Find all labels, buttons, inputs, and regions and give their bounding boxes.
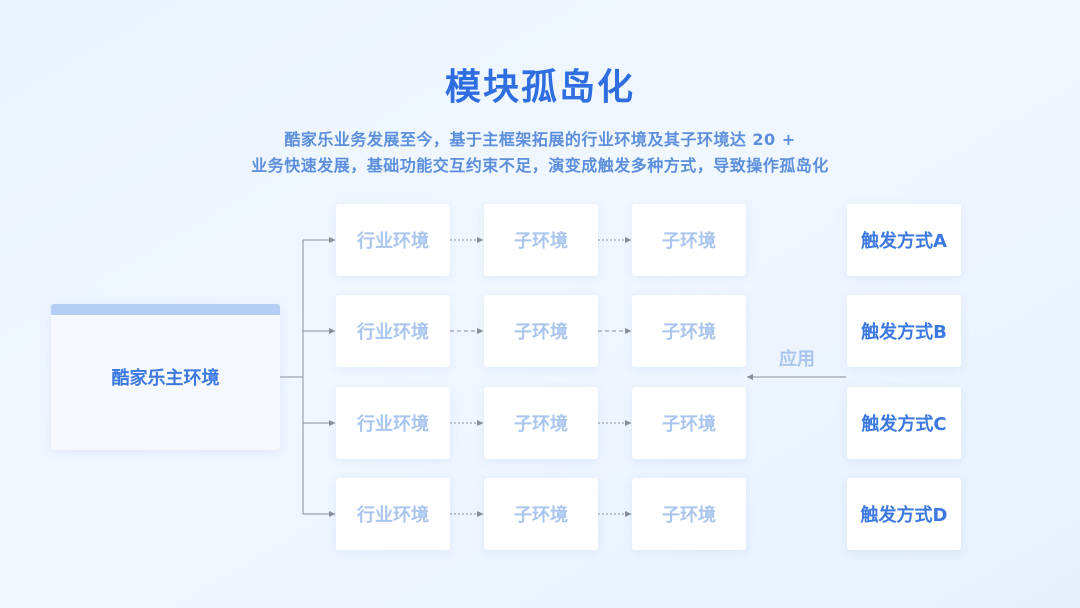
trigger-box-a: 触发方式A [847,204,961,276]
sub-env-label: 子环境 [662,322,716,343]
trigger-box-d: 触发方式D [847,478,961,550]
sub-env-label: 子环境 [514,231,568,252]
sub-env-box-4-2: 子环境 [632,478,746,550]
subtitle-line-1: 酷家乐业务发展至今，基于主框架拓展的行业环境及其子环境达 20 + [284,130,796,149]
main-environment-label: 酷家乐主环境 [111,368,220,389]
main-environment-header-bar [51,304,280,315]
industry-env-label: 行业环境 [357,414,429,435]
sub-env-label: 子环境 [514,505,568,526]
sub-env-box-2-1: 子环境 [484,295,598,367]
industry-env-box-4: 行业环境 [336,478,450,550]
trigger-label: 触发方式B [861,322,947,343]
trigger-label: 触发方式A [861,231,947,252]
sub-env-box-1-1: 子环境 [484,204,598,276]
trigger-label: 触发方式C [861,414,947,435]
industry-env-label: 行业环境 [357,231,429,252]
sub-env-box-1-2: 子环境 [632,204,746,276]
industry-env-label: 行业环境 [357,505,429,526]
sub-env-box-3-1: 子环境 [484,387,598,459]
industry-env-box-2: 行业环境 [336,295,450,367]
sub-env-label: 子环境 [514,414,568,435]
main-environment-box: 酷家乐主环境 [51,304,280,450]
industry-env-box-3: 行业环境 [336,387,450,459]
industry-env-box-1: 行业环境 [336,204,450,276]
sub-env-label: 子环境 [662,505,716,526]
sub-env-box-2-2: 子环境 [632,295,746,367]
sub-env-label: 子环境 [662,414,716,435]
sub-env-box-3-2: 子环境 [632,387,746,459]
trigger-box-b: 触发方式B [847,295,961,367]
trigger-box-c: 触发方式C [847,387,961,459]
page-title: 模块孤岛化 [444,67,635,108]
sub-env-box-4-1: 子环境 [484,478,598,550]
trigger-label: 触发方式D [860,505,948,526]
industry-env-label: 行业环境 [357,322,429,343]
apply-label: 应用 [779,349,815,370]
subtitle-line-2: 业务快速发展，基础功能交互约束不足，演变成触发多种方式，导致操作孤岛化 [251,156,829,175]
sub-env-label: 子环境 [514,322,568,343]
sub-env-label: 子环境 [662,231,716,252]
